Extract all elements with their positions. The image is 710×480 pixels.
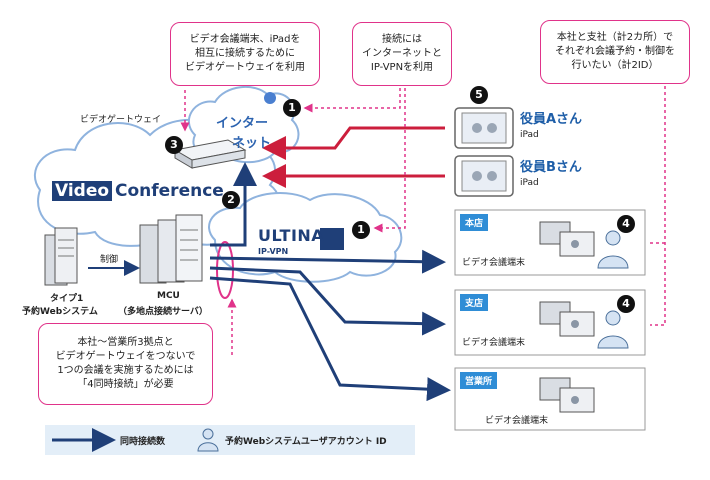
ipad-a-device: iPad [520,130,539,140]
leader-topmid-vpn [373,88,406,233]
callout-gateway-usage: ビデオ会議端末、iPadを 相互に接続するために ビデオゲートウェイを利用 [170,22,320,86]
gateway-device [173,139,247,169]
callout-line: インターネットと [362,48,442,59]
user-icon-honten [597,230,629,269]
callout-line: それぞれ会議予約・制御を [555,46,675,57]
mcu-server-icon [139,214,203,284]
mcu-to-honten-line [209,249,446,274]
site-tag-eigyosho: 営業所 [460,372,498,389]
callout-line: 本社～営業所3拠点と [77,337,174,348]
callout-line: ビデオ会議端末、iPadを [189,34,301,45]
mcu-to-shiten-line [209,266,446,336]
mcu-subtitle: （多地点接続サーバ） [118,307,208,317]
gateway-label: ビデオゲートウェイ [80,115,162,125]
ipvpn-label: IP-VPN [258,247,289,256]
legend-arrow-label: 同時接続数 [120,437,166,447]
site-terminal-shiten: ビデオ会議端末 [462,338,526,348]
callout-line: 相互に接続するために [195,48,295,59]
callout-line: 1つの会議を実施するためには [57,365,194,376]
site-terminal-eigyosho: ビデオ会議端末 [485,416,549,426]
internet-label-2: ネット [232,136,272,151]
ultina-label: ULTINA [258,226,325,245]
callout-line: ビデオゲートウェイをつないで [55,351,196,362]
ipad-a-name: 役員Aさん [520,112,583,127]
internet-label-1: インター [216,116,269,131]
ipad-b-device: iPad [520,178,539,188]
callout-connection-method: 接続には インターネットと IP-VPNを利用 [352,22,452,86]
control-label: 制御 [100,255,119,265]
terminal-icon-honten [539,221,595,257]
site-terminal-honten: ビデオ会議端末 [462,258,526,268]
badge-2: 2 [222,191,240,209]
site-tag-shiten: 支店 [460,294,489,311]
ipad-b-icon [454,155,514,197]
callout-booking-ids: 本社と支社（計2カ所）で それぞれ会議予約・制御を 行いたい（計2ID） [540,20,690,84]
badge-5: 5 [470,86,488,104]
ultina-logo-mark [320,228,344,250]
badge-3: 3 [165,136,183,154]
web-server-icon [44,227,78,286]
logo-video: Video [52,181,113,201]
badge-1-internet: 1 [283,99,301,117]
callout-line: ビデオゲートウェイを利用 [185,62,305,73]
ipad-b-name: 役員Bさん [520,160,582,175]
mcu-to-gateway-line [210,162,257,247]
internet-node-dot [264,92,276,104]
terminal-icon-eigyosho [539,377,595,413]
legend-user-label: 予約Webシステムユーザアカウント ID [225,437,387,447]
callout-concurrent-connections: 本社～営業所3拠点と ビデオゲートウェイをつないで 1つの会議を実施するためには… [38,323,213,405]
badge-4-honten: 4 [617,215,635,233]
leader-topmid-internet [303,88,401,113]
server-subtitle: 予約Webシステム [22,307,98,317]
callout-line: 接続には [382,34,422,45]
callout-line: 行いたい（計2ID） [571,60,659,71]
leader-topright [650,86,666,326]
logo-conference: Conference [115,181,224,201]
callout-line: IP-VPNを利用 [370,62,434,73]
badge-4-shiten: 4 [617,295,635,313]
callout-line: 本社と支社（計2カ所）で [556,32,674,43]
mcu-title: MCU [157,291,180,301]
callout-line: 「4同時接続」が必要 [77,379,174,390]
user-icon-shiten [597,310,629,349]
ipad-a-line [262,126,445,160]
mcu-to-eigyosho-line [209,276,451,402]
terminal-icon-shiten [539,301,595,337]
legend-user-icon [197,428,219,452]
site-tag-honten: 本店 [460,214,489,231]
badge-1-ipvpn: 1 [352,221,370,239]
ipad-a-icon [454,107,514,149]
server-title: タイプ1 [50,294,84,304]
